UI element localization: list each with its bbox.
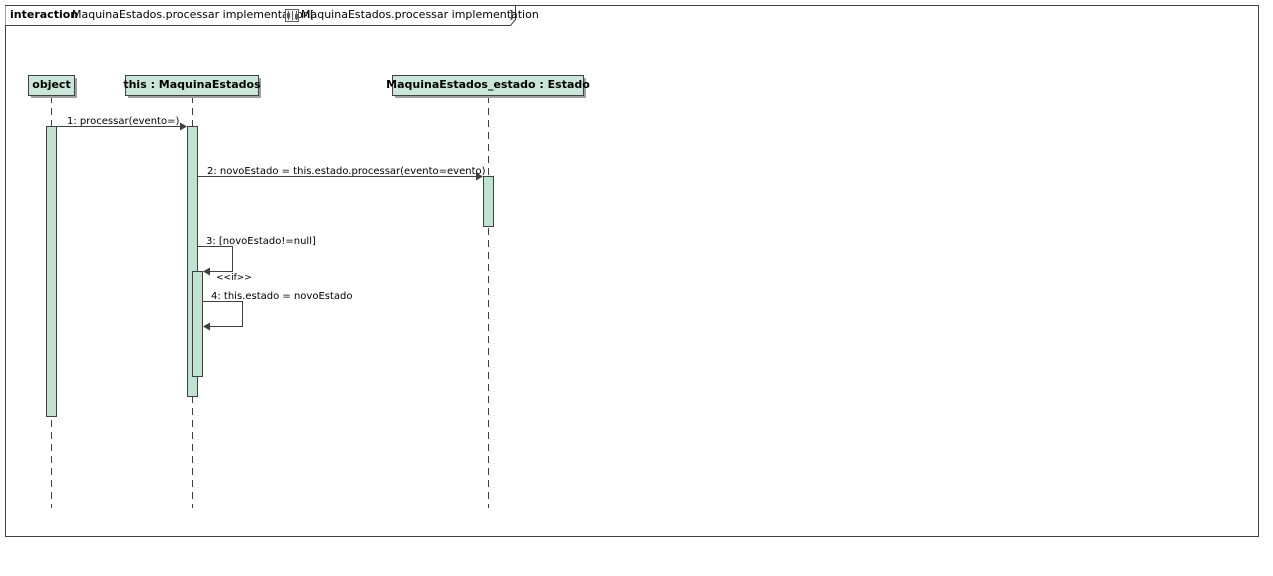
arrow-head-icon <box>203 267 210 276</box>
lifeline-object-label: object <box>32 78 70 91</box>
lifeline-estado[interactable]: MaquinaEstados_estado : Estado <box>386 75 590 509</box>
lifeline-this-head[interactable] <box>125 75 259 96</box>
frame-ref-label: MaquinaEstados.processar implementation <box>301 8 539 21</box>
message-1-label: 1: processar(evento=) <box>67 116 179 127</box>
arrow-head-icon <box>476 172 483 181</box>
message-3[interactable]: 3: [novoEstado!=null] <<if>> <box>198 236 316 283</box>
frame-name: MaquinaEstados.processar implementation[ <box>72 8 314 21</box>
activation-object[interactable] <box>46 126 57 417</box>
message-4-label: 4: this.estado = novoEstado <box>211 291 352 302</box>
arrow-head-icon <box>203 322 210 331</box>
lifeline-object[interactable]: object <box>28 75 78 509</box>
activation-estado[interactable] <box>483 176 494 227</box>
message-3-label: 3: [novoEstado!=null] <box>206 236 316 247</box>
lifeline-estado-head[interactable] <box>392 75 584 96</box>
frame-title-tab: interaction MaquinaEstados.processar imp… <box>5 5 539 26</box>
lifeline-object-head[interactable] <box>28 75 75 96</box>
frame-keyword: interaction <box>10 8 78 21</box>
message-4[interactable]: 4: this.estado = novoEstado <box>203 291 352 331</box>
lifeline-this-label: this : MaquinaEstados <box>123 78 261 91</box>
activation-this-outer[interactable] <box>187 126 198 397</box>
message-2-label: 2: novoEstado = this.estado.processar(ev… <box>207 166 486 177</box>
message-3-stereotype: <<if>> <box>216 273 252 283</box>
message-2[interactable]: 2: novoEstado = this.estado.processar(ev… <box>198 166 486 181</box>
lifeline-this-maquinaestados[interactable]: this : MaquinaEstados <box>123 75 261 509</box>
lifeline-estado-label: MaquinaEstados_estado : Estado <box>386 78 590 91</box>
sequence-diagram-icon <box>285 9 299 22</box>
message-1[interactable]: 1: processar(evento=) <box>57 116 187 131</box>
arrow-head-icon <box>180 122 187 131</box>
frame-close-bracket: ] <box>509 8 513 21</box>
activation-this-inner[interactable] <box>192 271 203 377</box>
